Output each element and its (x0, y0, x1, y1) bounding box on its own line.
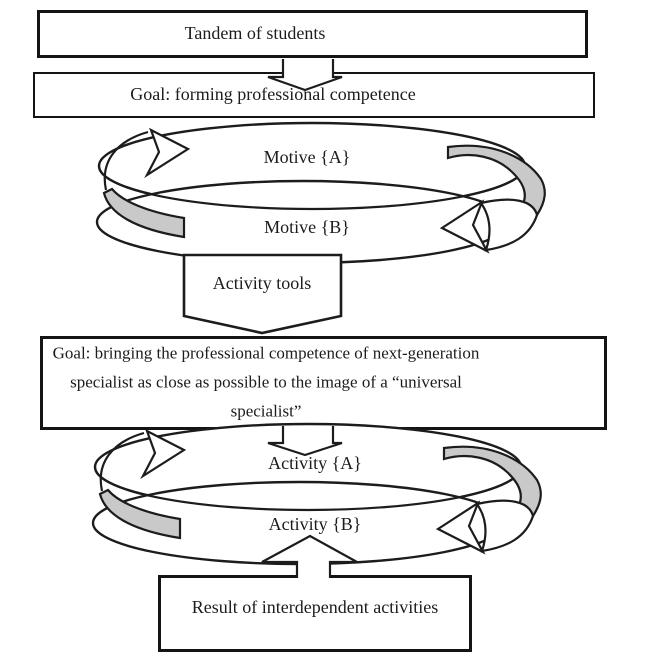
motive-a-label: Motive {A} (263, 146, 351, 167)
down-arrow-icon-middle (267, 426, 343, 457)
result-label: Result of interdependent activities (191, 596, 439, 617)
motive-b-label: Motive {B} (264, 216, 350, 237)
down-arrow-icon-top (267, 59, 343, 92)
goal2-line-3: specialist” (230, 401, 302, 421)
goal2-line-2: specialist as close as possible to the i… (70, 372, 462, 392)
goal-forming-competence-label: Goal: forming professional competence (130, 83, 416, 104)
activity-b-label: Activity {B} (268, 513, 362, 534)
activity-a-label: Activity {A} (268, 452, 362, 473)
tandem-of-students-box (37, 10, 588, 58)
up-arrow-icon (261, 534, 358, 578)
tandem-of-students-label: Tandem of students (184, 22, 326, 43)
activity-tools-pentagon (182, 253, 343, 335)
motive-cycle-ring (95, 121, 546, 265)
goal2-line-1: Goal: bringing the professional competen… (52, 343, 480, 363)
activity-tools-label: Activity tools (212, 272, 312, 293)
goal-bringing-competence-label: Goal: bringing the professional competen… (53, 339, 480, 426)
